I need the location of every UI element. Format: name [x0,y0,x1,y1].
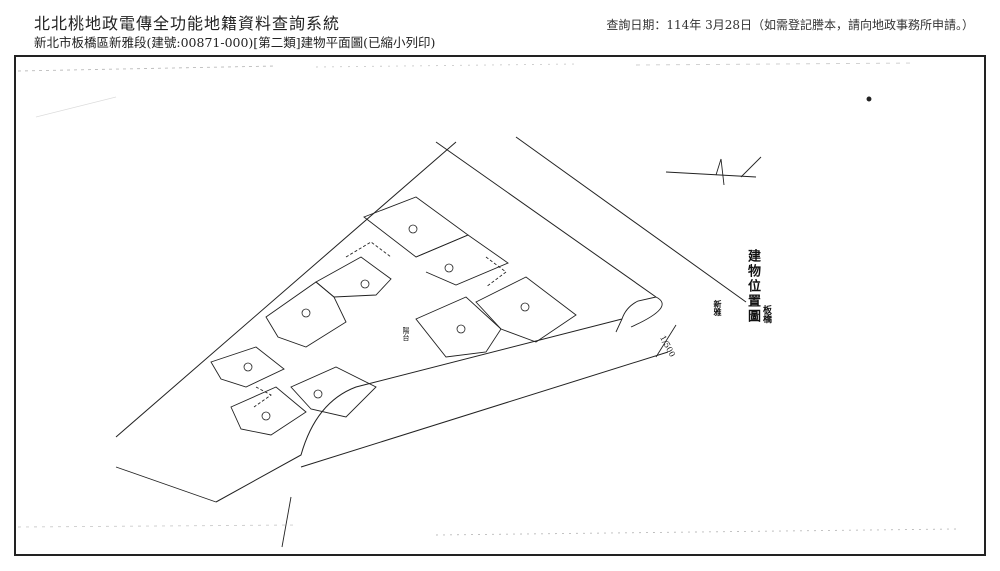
building-location-label: 建物位置圖 [745,249,760,324]
building-plan-drawing [17,62,957,548]
page-subtitle: 新北市板橋區新雅段(建號:00871-000)[第二類]建物平面圖(已縮小列印) [34,35,436,50]
city-label: 板橋 [761,305,771,323]
building-plan-frame: 建物位置圖 板橋 新雅 陽台 1/500 [14,55,986,556]
query-date: 查詢日期：114年 3月28日（如需登記謄本，請向地政事務所申請。） [606,18,974,32]
district-label: 新雅 [713,300,723,316]
balcony-note: 陽台 [402,327,410,341]
page-title: 北北桃地政電傳全功能地籍資料查詢系統 [34,14,341,33]
